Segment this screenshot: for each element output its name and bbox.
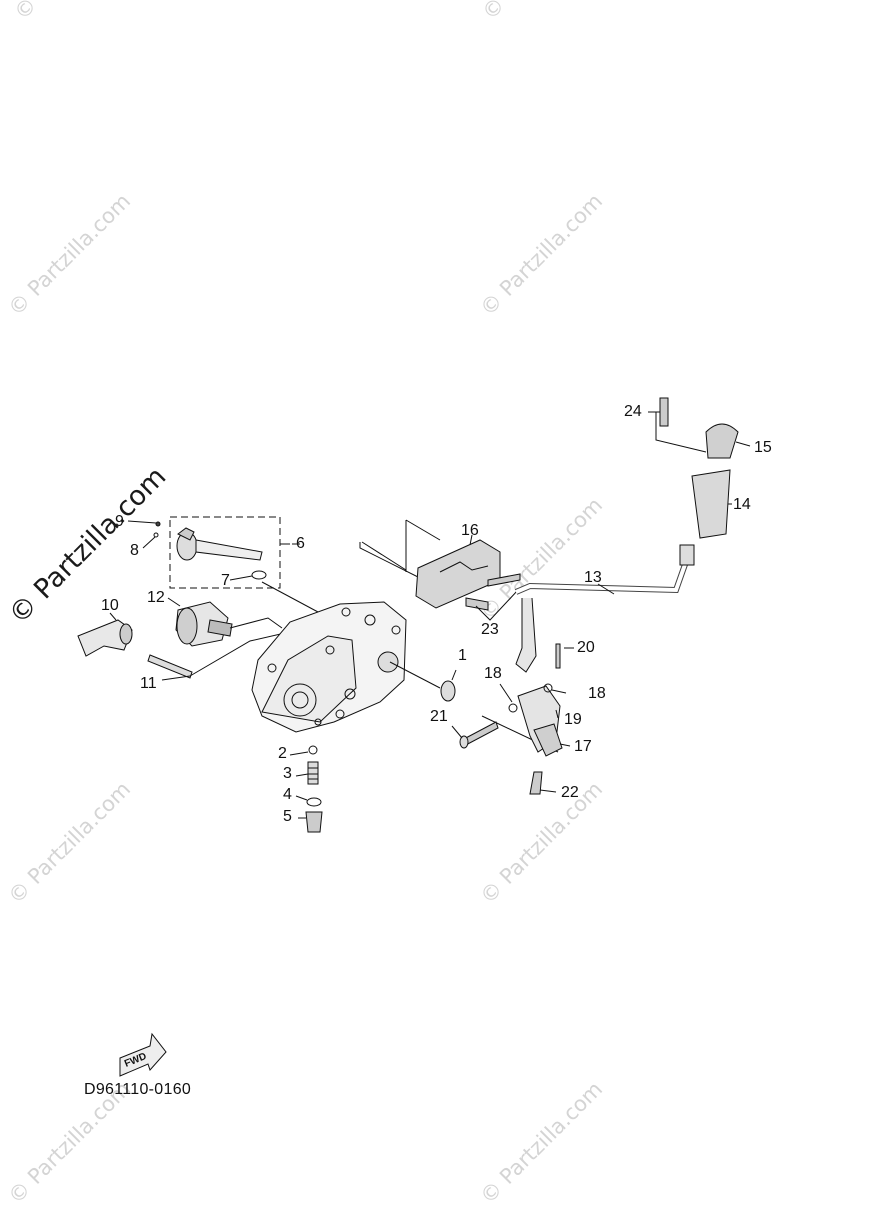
callout-13: 13	[584, 569, 602, 586]
callout-18a: 18	[484, 665, 502, 682]
callout-6: 6	[296, 535, 305, 552]
washer-icon	[153, 532, 159, 538]
callout-7: 7	[221, 572, 230, 589]
diagram-code: D961110-0160	[84, 1081, 192, 1098]
callout-4: 4	[283, 786, 292, 803]
callout-9: 9	[115, 513, 124, 530]
pin-icon	[555, 643, 561, 669]
callout-17: 17	[574, 738, 592, 755]
clevis-pin-icon	[459, 721, 499, 749]
pin-icon	[155, 521, 161, 527]
callout-2: 2	[278, 745, 287, 762]
callout-3: 3	[283, 765, 292, 782]
bolt-icon	[529, 771, 543, 795]
callout-12: 12	[147, 589, 165, 606]
callout-8: 8	[130, 542, 139, 559]
shift-grip-icon	[691, 469, 731, 539]
guide-bar-icon	[147, 654, 193, 679]
shift-gate-cover-icon	[415, 539, 501, 609]
bolt-icon	[465, 573, 521, 611]
drain-plug-stack-icon	[305, 745, 323, 833]
callout-15: 15	[754, 439, 772, 456]
shift-shaft-icon	[176, 527, 267, 580]
bolt-icon	[659, 397, 669, 427]
clip-icon	[508, 703, 518, 713]
callout-21: 21	[430, 708, 448, 725]
callout-18b: 18	[588, 685, 606, 702]
shift-linkage-icon	[517, 685, 563, 757]
shift-rod-icon	[514, 544, 695, 673]
bushing-icon	[440, 680, 456, 702]
shift-knob-icon	[705, 423, 739, 459]
clip-icon	[543, 683, 553, 693]
callout-11: 11	[140, 675, 157, 692]
callout-14: 14	[733, 496, 751, 513]
crankcase-cover-icon	[251, 601, 407, 733]
callout-5: 5	[283, 808, 292, 825]
callout-22: 22	[561, 784, 579, 801]
callout-24: 24	[624, 403, 642, 420]
callout-16: 16	[461, 522, 479, 539]
shift-fork-icon	[77, 619, 133, 657]
callout-23: 23	[481, 621, 499, 638]
fwd-arrow-icon: FWD	[119, 1032, 167, 1077]
group-box-6	[169, 516, 281, 589]
callout-19: 19	[564, 711, 582, 728]
callout-1: 1	[458, 647, 467, 664]
callout-20: 20	[577, 639, 595, 656]
callout-10: 10	[101, 597, 119, 614]
shift-drum-icon	[175, 601, 233, 647]
